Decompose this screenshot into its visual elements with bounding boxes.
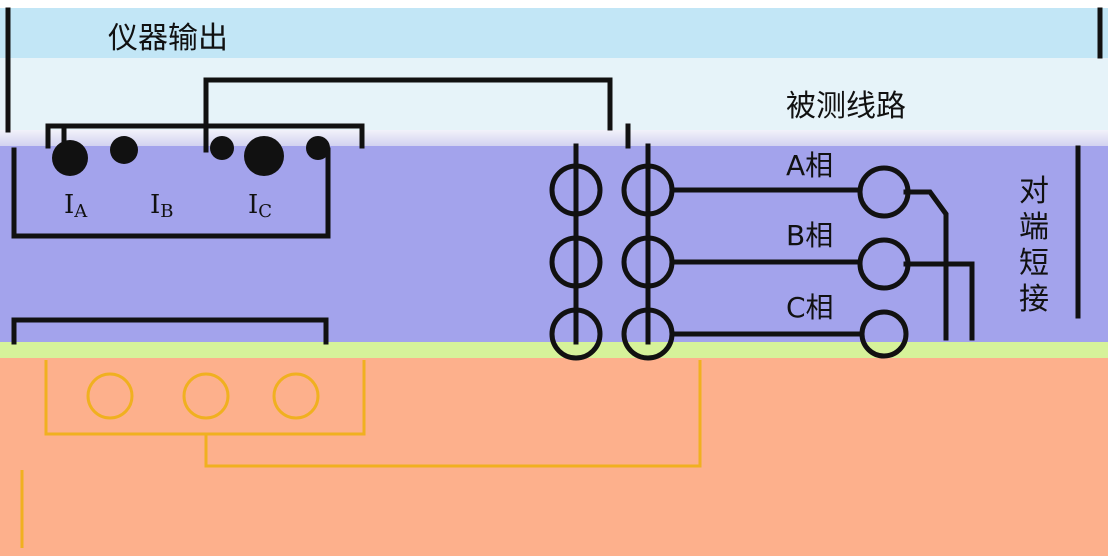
background-band-green <box>0 342 1108 358</box>
terminal-ic-label: IC <box>248 190 273 222</box>
far-end-short-label: 对端短接 <box>1019 174 1049 317</box>
phase-b-label: B相 <box>786 219 834 252</box>
voltage-terminal-box <box>11 317 329 345</box>
terminal-ic <box>244 136 284 176</box>
far-end-ring-a <box>857 165 911 219</box>
lower-trace-link <box>204 360 702 468</box>
ring-c-left <box>549 307 603 361</box>
far-end-ring-b <box>857 237 911 291</box>
terminal-bus-1 <box>210 136 234 160</box>
terminal-ia <box>52 140 88 176</box>
background-band-light <box>0 58 1108 130</box>
background-band-top <box>0 8 1108 58</box>
bus-bar-upper <box>203 77 613 131</box>
terminal-ib-label: IB <box>150 190 174 222</box>
lower-ring-3 <box>272 372 320 420</box>
terminal-bus-2 <box>306 136 330 160</box>
short-link-a <box>903 189 949 341</box>
ring-a-left <box>549 163 603 217</box>
phase-a-label: A相 <box>786 149 834 182</box>
terminal-ib <box>110 136 138 164</box>
line-under-test-label: 被测线路 <box>786 89 906 124</box>
lower-trace-box <box>44 360 366 436</box>
current-terminal-box <box>11 147 331 239</box>
lower-ring-2 <box>182 372 230 420</box>
phase-c-label: C相 <box>786 291 834 324</box>
terminal-ia-label: IA <box>64 190 88 222</box>
short-link-b <box>903 261 975 341</box>
lower-ring-1 <box>86 372 134 420</box>
ring-b-left <box>549 235 603 289</box>
far-end-ring-c <box>859 309 909 359</box>
instrument-output-label: 仪器输出 <box>108 21 228 56</box>
